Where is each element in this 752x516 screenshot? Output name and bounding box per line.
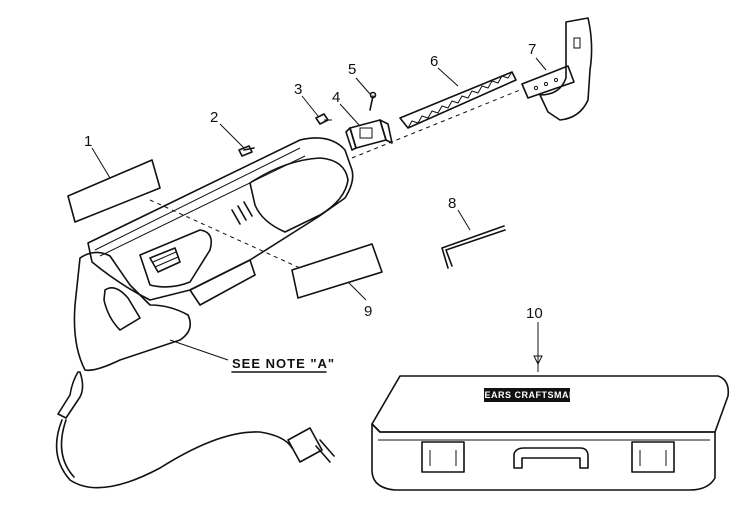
vent-slots xyxy=(231,201,253,225)
label-plate-9 xyxy=(291,243,383,299)
callout-10: 10 xyxy=(526,305,543,322)
hex-key-8 xyxy=(441,225,506,269)
carrying-case-10: SEARS CRAFTSMAN xyxy=(371,375,730,491)
plug xyxy=(287,427,335,463)
case-latch-right xyxy=(631,441,675,473)
case-brand-label: SEARS CRAFTSMAN xyxy=(478,390,576,400)
case-latch-left xyxy=(421,441,465,473)
callout-9: 9 xyxy=(364,303,372,320)
callout-3: 3 xyxy=(294,81,302,98)
reciprocating-saw xyxy=(57,137,354,419)
screw-5 xyxy=(369,91,377,111)
callout-1: 1 xyxy=(84,133,92,150)
see-note-label: SEE NOTE "A" xyxy=(232,356,335,371)
guide-shoe-7 xyxy=(521,17,593,121)
callout-7: 7 xyxy=(528,41,536,58)
screw-2 xyxy=(238,145,255,157)
leader-lines xyxy=(91,57,547,372)
callout-numbers: 1 2 3 4 5 6 7 8 9 10 xyxy=(84,41,543,322)
callout-4: 4 xyxy=(332,89,340,106)
blade-clamp-4 xyxy=(345,119,393,151)
case-handle xyxy=(513,447,589,469)
callout-2: 2 xyxy=(210,109,218,126)
case-brand-badge: SEARS CRAFTSMAN xyxy=(478,388,576,402)
callout-6: 6 xyxy=(430,53,438,70)
callout-5: 5 xyxy=(348,61,356,78)
power-cord xyxy=(55,419,335,489)
screw-3 xyxy=(315,113,332,125)
label-plate-1 xyxy=(67,159,161,223)
callout-8: 8 xyxy=(448,195,456,212)
blade-6 xyxy=(399,71,517,129)
